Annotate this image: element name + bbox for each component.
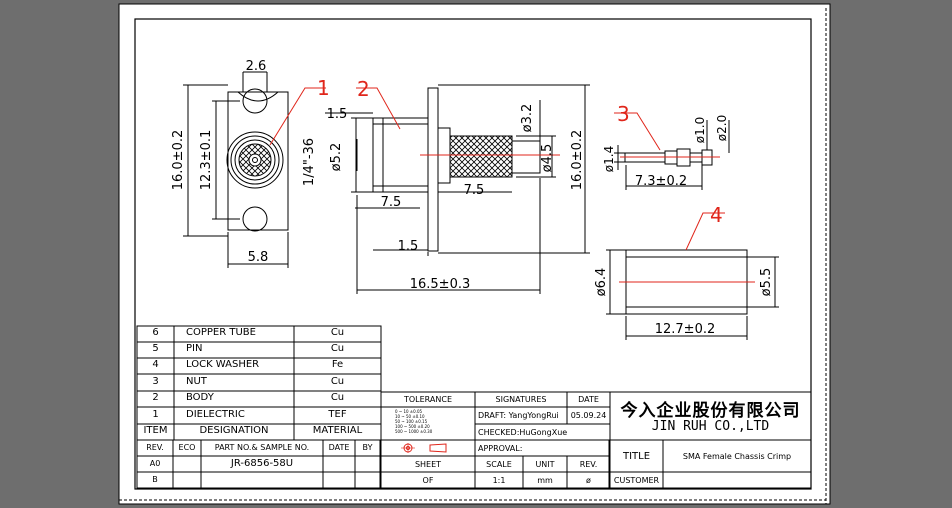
dim-side-thread: 1/4"-36 <box>302 138 317 186</box>
dim-pin-len: 7.3±0.2 <box>635 174 687 189</box>
dim-front-width: 5.8 <box>248 250 269 265</box>
drawing-frame <box>134 18 812 490</box>
dim-tube-len: 12.7±0.2 <box>655 322 716 337</box>
dim-side-height: 16.0±0.2 <box>570 130 585 191</box>
dim-side-step2: 1.5 <box>398 239 419 254</box>
dim-side-len1: 7.5 <box>381 195 402 210</box>
callout-3: 3 <box>617 102 630 126</box>
dim-tube-dia55: ø5.5 <box>759 268 774 297</box>
dim-pin-dia14: ø1.4 <box>602 146 616 172</box>
dim-pin-dia10: ø1.0 <box>693 117 707 143</box>
front-view <box>183 71 289 268</box>
dim-side-dia: ø5.2 <box>329 143 344 172</box>
dim-front-height: 16.0±0.2 <box>171 130 186 191</box>
dim-tube-dia64: ø6.4 <box>594 268 609 297</box>
side-view <box>325 84 590 294</box>
callout-4: 4 <box>710 203 723 227</box>
callout-1: 1 <box>317 76 330 100</box>
dim-side-step1: 1.5 <box>327 107 348 122</box>
dim-front-width-top: 2.6 <box>246 59 267 74</box>
dim-front-holes: 12.3±0.1 <box>199 130 214 191</box>
dim-pin-dia20: ø2.0 <box>715 115 729 141</box>
pin-view <box>614 120 730 190</box>
dim-side-total: 16.5±0.3 <box>410 277 471 292</box>
callout-2: 2 <box>357 77 370 101</box>
revision-table <box>136 439 610 489</box>
title-table <box>609 391 812 489</box>
dim-side-dia45: ø4.5 <box>540 144 555 173</box>
dim-side-len2: 7.5 <box>464 183 485 198</box>
dim-side-dia32: ø3.2 <box>520 104 535 133</box>
